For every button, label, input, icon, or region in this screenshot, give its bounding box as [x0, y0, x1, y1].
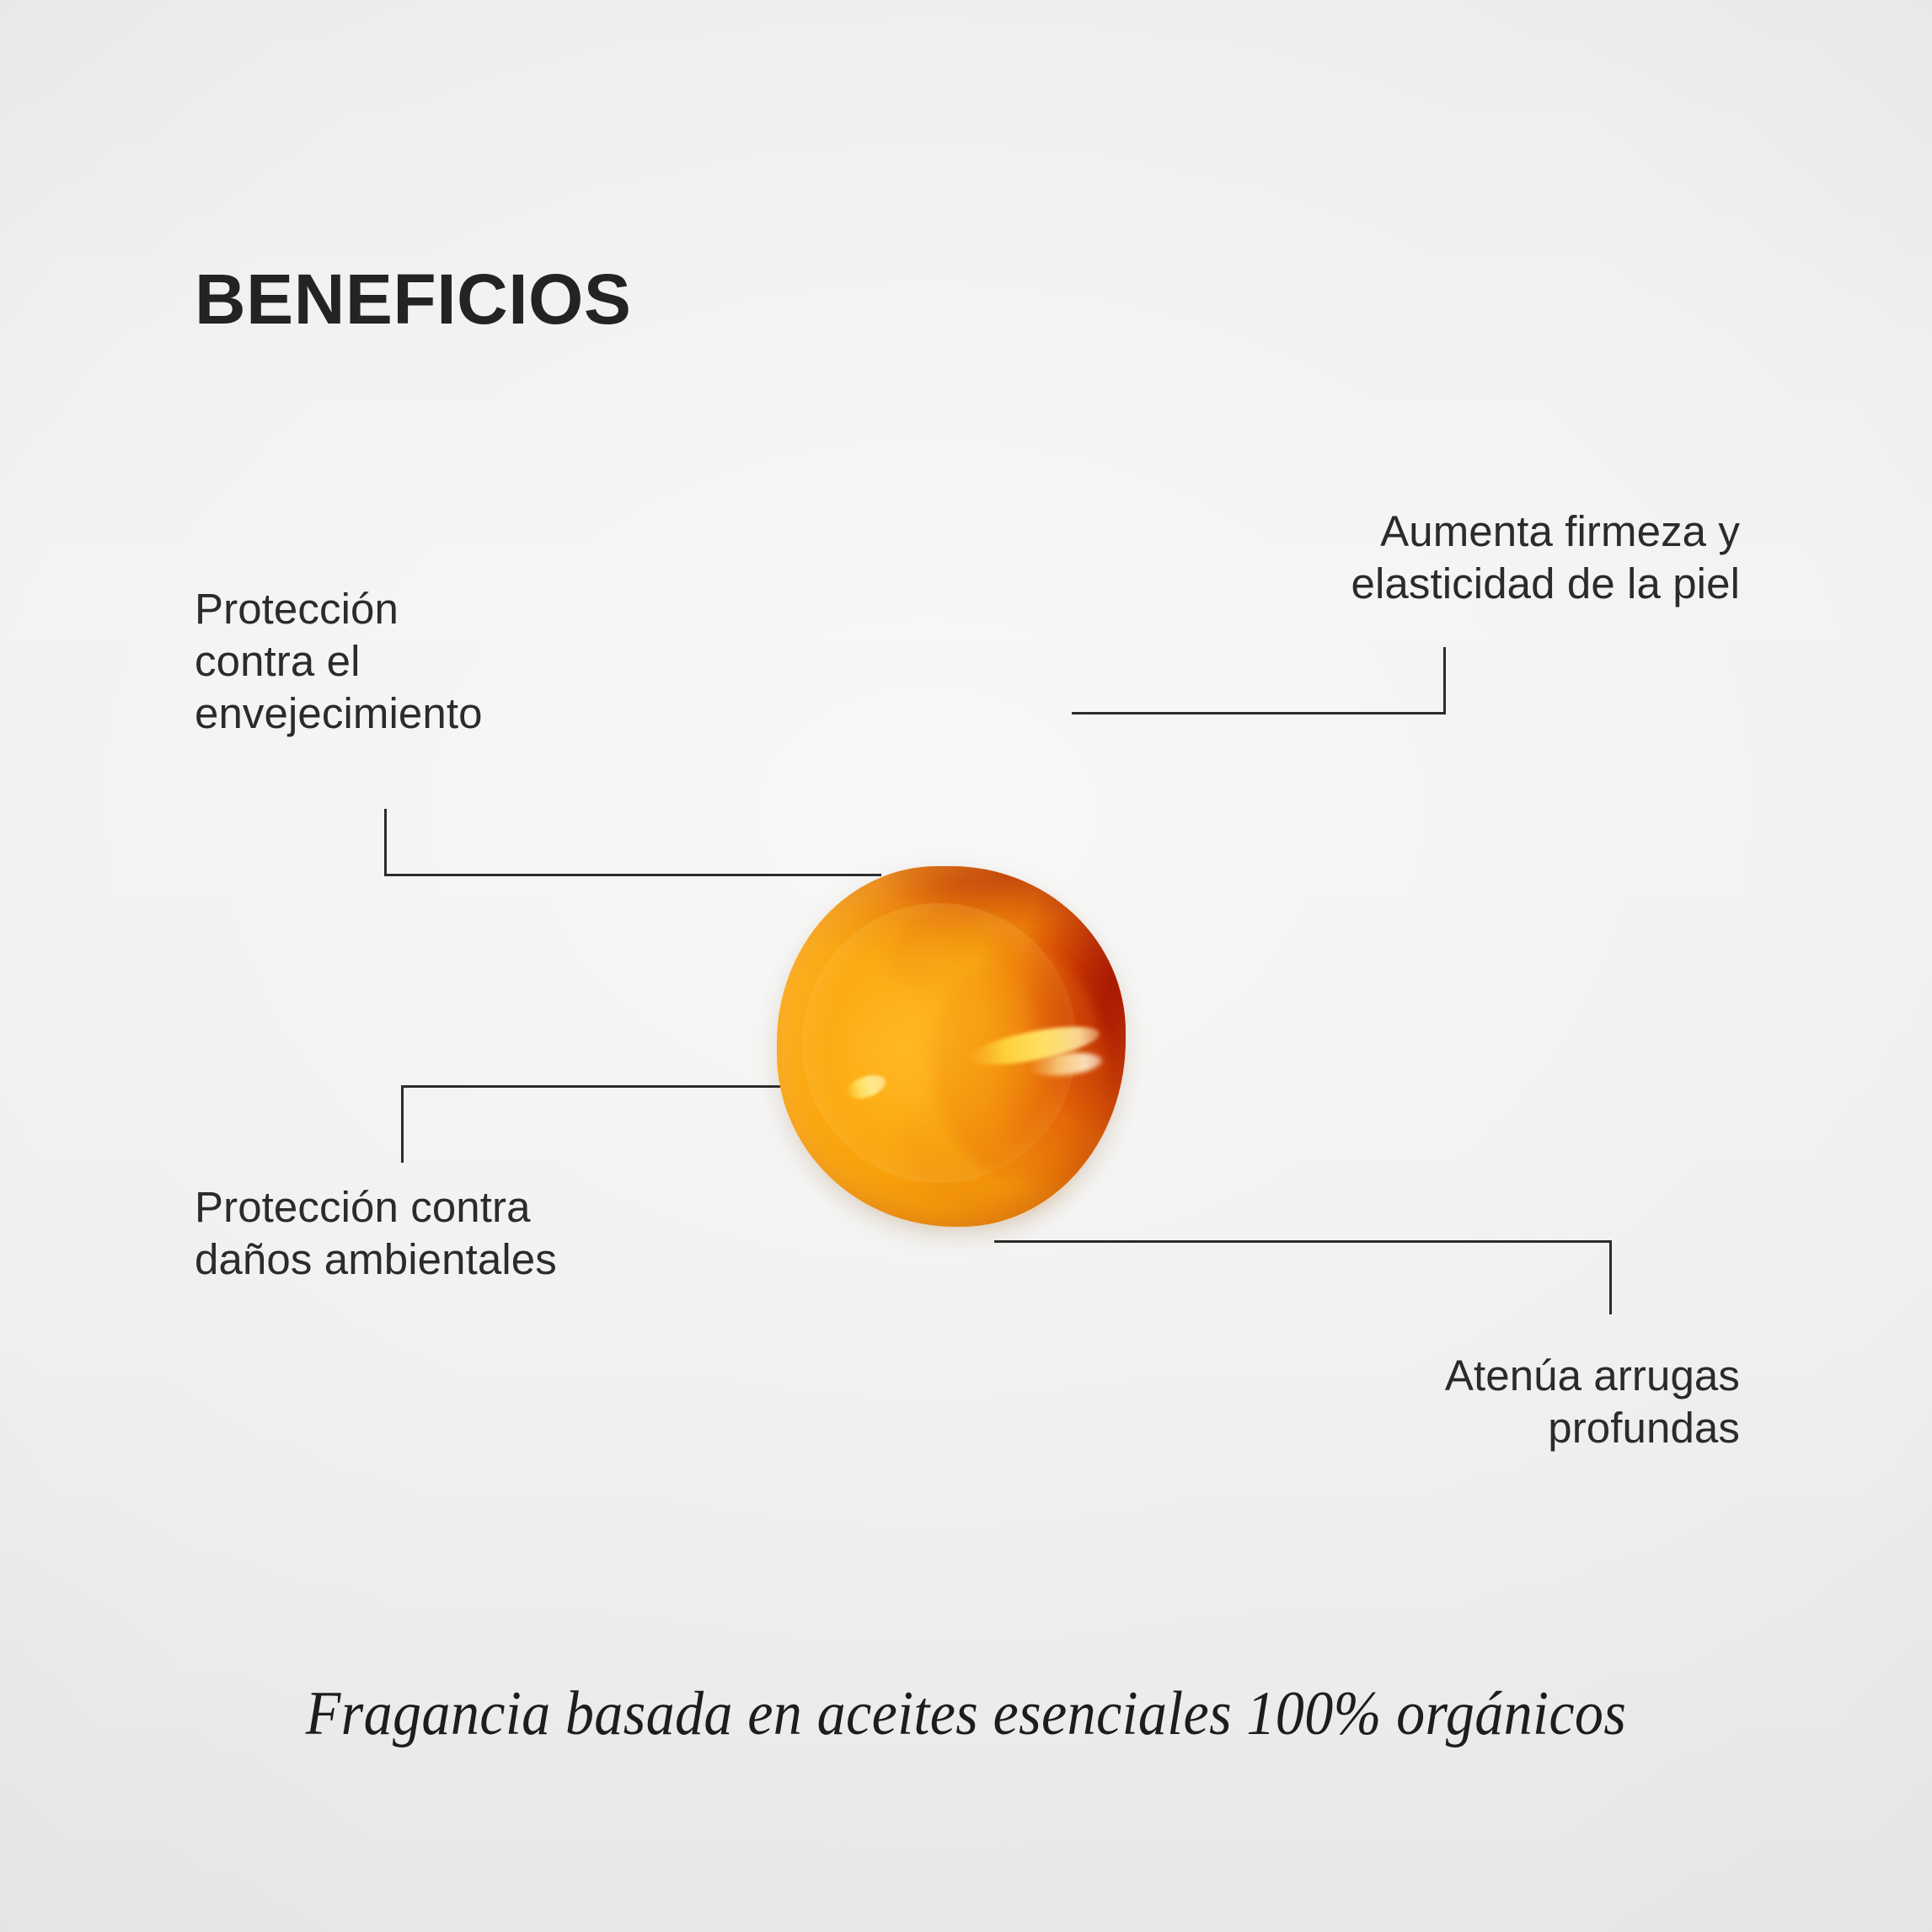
callout-label-firmness: Aumenta firmeza y elasticidad de la piel [1351, 507, 1740, 608]
oil-droplet-image [777, 866, 1126, 1228]
page-title: BENEFICIOS [195, 260, 632, 340]
callout-label-wrinkles: Atenúa arrugas profundas [1444, 1351, 1740, 1453]
leader-segment-vertical [401, 1085, 404, 1163]
leader-segment-horizontal [994, 1240, 1612, 1243]
leader-segment-horizontal [1072, 712, 1446, 714]
callout-label-aging: Protección contra el envejecimiento [195, 585, 483, 738]
tagline: Fragancia basada en aceites esenciales 1… [305, 1679, 1627, 1748]
callout-label-environment: Protección contra daños ambientales [195, 1183, 557, 1284]
leader-segment-vertical [384, 809, 387, 876]
leader-segment-horizontal [384, 874, 881, 876]
leader-segment-vertical [1609, 1240, 1612, 1314]
leader-segment-horizontal [401, 1085, 915, 1088]
leader-segment-vertical [1443, 647, 1446, 714]
